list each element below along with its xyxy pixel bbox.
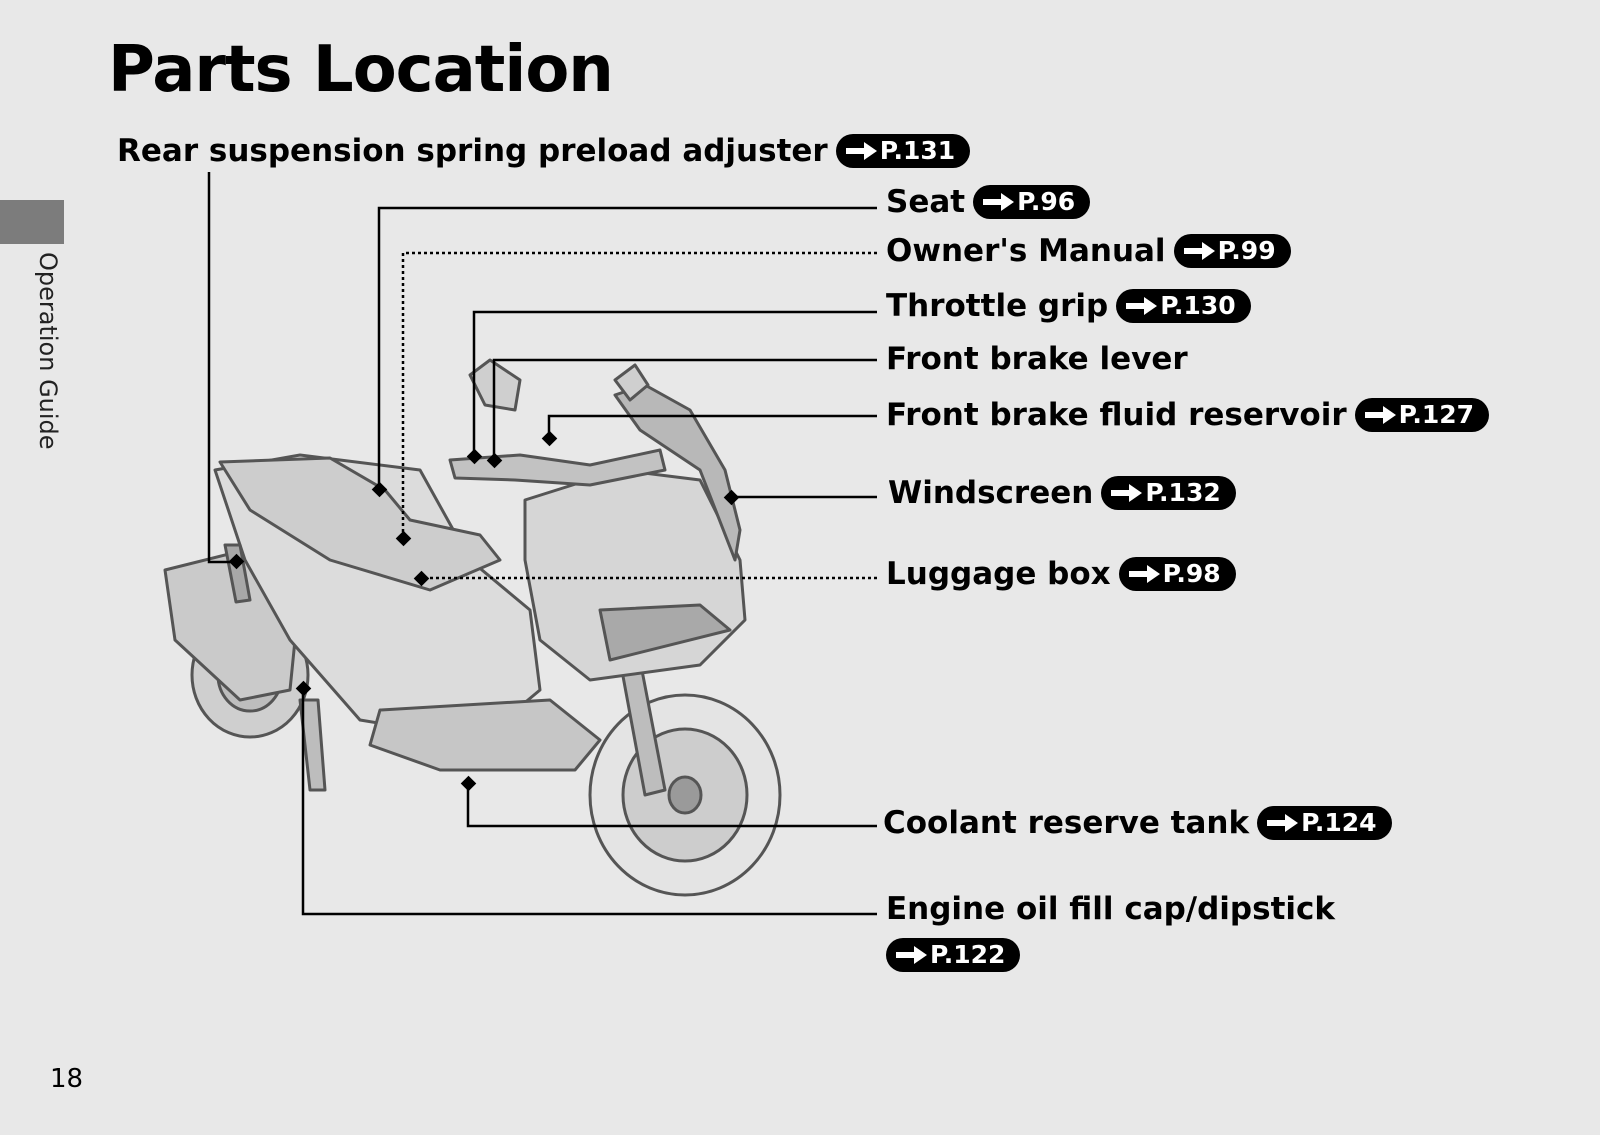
callout-front-brake-lever: Front brake lever xyxy=(886,341,1188,377)
page-ref-button[interactable]: P.127 xyxy=(1355,398,1489,432)
right-arrow-icon xyxy=(1127,564,1161,584)
callout-brake-fluid-reservoir: Front brake fluid reservoir P.127 xyxy=(886,397,1489,433)
callout-label: Front brake fluid reservoir xyxy=(886,397,1347,433)
right-arrow-icon xyxy=(1363,405,1397,425)
page-ref-label: P.122 xyxy=(930,938,1005,972)
callout-label: Luggage box xyxy=(886,556,1111,592)
page-ref-button[interactable]: P.96 xyxy=(973,185,1090,219)
page-ref-label: P.96 xyxy=(1017,185,1075,219)
callout-rear-suspension: Rear suspension spring preload adjuster … xyxy=(117,133,970,169)
right-arrow-icon xyxy=(1182,241,1216,261)
callout-owners-manual: Owner's Manual P.99 xyxy=(886,233,1291,269)
page-ref-button[interactable]: P.98 xyxy=(1119,557,1236,591)
callout-label: Rear suspension spring preload adjuster xyxy=(117,133,828,169)
page-ref-label: P.99 xyxy=(1218,234,1276,268)
callout-luggage-box: Luggage box P.98 xyxy=(886,556,1236,592)
right-arrow-icon xyxy=(1124,296,1158,316)
page-ref-button[interactable]: P.130 xyxy=(1116,289,1250,323)
page-ref-label: P.98 xyxy=(1163,557,1221,591)
right-arrow-icon xyxy=(844,141,878,161)
callout-label: Throttle grip xyxy=(886,288,1108,324)
right-arrow-icon xyxy=(894,945,928,965)
callout-label: Windscreen xyxy=(888,475,1093,511)
leader-line-seat xyxy=(379,208,877,488)
callout-throttle-grip: Throttle grip P.130 xyxy=(886,288,1251,324)
page-ref-label: P.130 xyxy=(1160,289,1235,323)
right-arrow-icon xyxy=(1265,813,1299,833)
page-ref-label: P.124 xyxy=(1301,806,1376,840)
callout-engine-oil: Engine oil fill cap/dipstick xyxy=(886,891,1335,927)
callout-engine-oil-ref: P.122 xyxy=(878,937,1020,973)
leader-line-brake-fluid xyxy=(549,416,877,438)
callout-label: Owner's Manual xyxy=(886,233,1166,269)
callout-coolant-reserve-tank: Coolant reserve tank P.124 xyxy=(883,805,1392,841)
page-ref-button[interactable]: P.124 xyxy=(1257,806,1391,840)
callout-windscreen: Windscreen P.132 xyxy=(888,475,1236,511)
page-ref-button[interactable]: P.132 xyxy=(1101,476,1235,510)
page-ref-button[interactable]: P.99 xyxy=(1174,234,1291,268)
callout-label: Seat xyxy=(886,184,965,220)
page-ref-label: P.131 xyxy=(880,134,955,168)
page-number: 18 xyxy=(50,1064,83,1094)
marker-coolant xyxy=(461,776,477,792)
page-ref-button[interactable]: P.122 xyxy=(886,938,1020,972)
right-arrow-icon xyxy=(1109,483,1143,503)
page-ref-label: P.127 xyxy=(1399,398,1474,432)
callout-label: Engine oil fill cap/dipstick xyxy=(886,891,1335,927)
right-arrow-icon xyxy=(981,192,1015,212)
callout-label: Front brake lever xyxy=(886,341,1188,377)
callout-seat: Seat P.96 xyxy=(886,184,1090,220)
page-ref-label: P.132 xyxy=(1145,476,1220,510)
callout-label: Coolant reserve tank xyxy=(883,805,1249,841)
page-ref-button[interactable]: P.131 xyxy=(836,134,970,168)
marker-brake-fluid xyxy=(542,431,558,447)
scooter-illustration xyxy=(165,360,780,895)
